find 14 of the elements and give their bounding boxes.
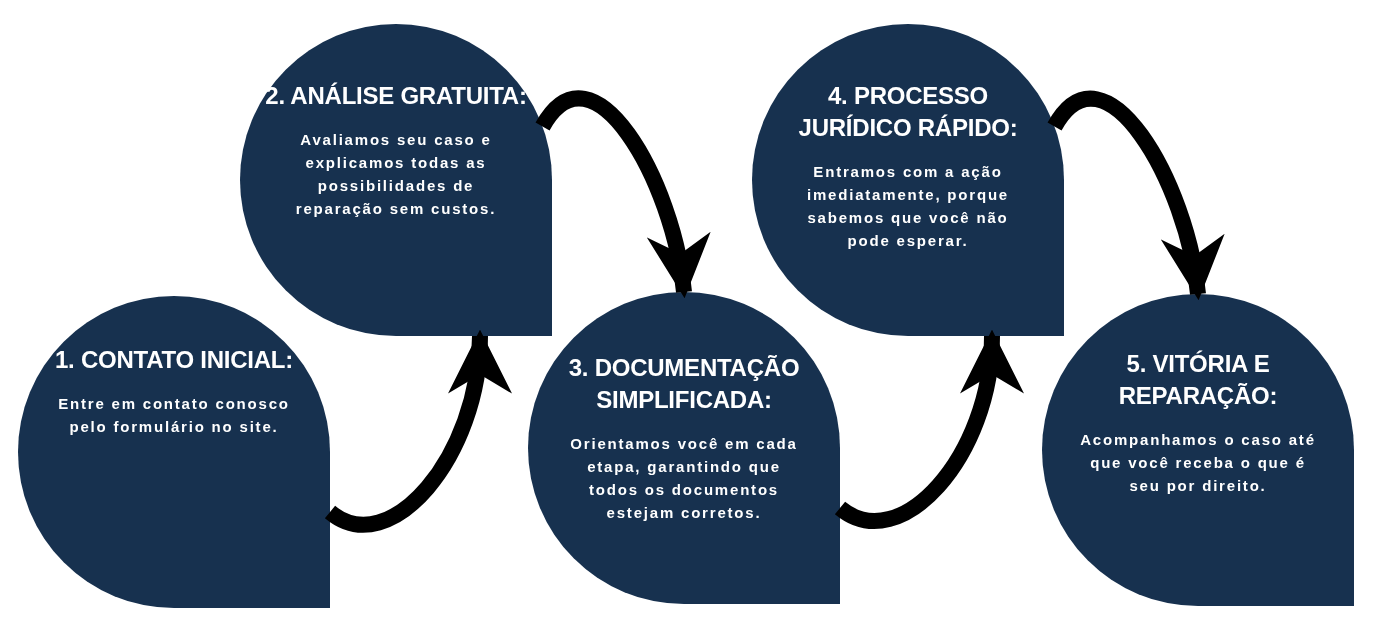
curved-arrow bbox=[1048, 91, 1222, 301]
curved-arrow bbox=[536, 91, 708, 299]
step-heading: 5. VITÓRIA E REPARAÇÃO: bbox=[1117, 349, 1279, 411]
step-heading: 3. DOCUMENTAÇÃO SIMPLIFICADA: bbox=[567, 353, 801, 415]
step-description: Entramos com a ação imediatamente, porque sabemos que você não pode esperar. bbox=[806, 162, 1010, 251]
curved-arrow bbox=[835, 329, 1021, 529]
step-description: Entre em contato conosco pelo formulário no site. bbox=[57, 394, 291, 437]
curved-arrow bbox=[325, 329, 509, 533]
step-description: Orientamos você em cada etapa, garantindo que todos os documentos estejam corretos. bbox=[569, 434, 799, 523]
step-description: Avaliamos seu caso e explicamos todas as possibilidades de reparação sem custos. bbox=[294, 130, 498, 219]
step-heading: 1. CONTATO INICIAL: bbox=[54, 345, 294, 375]
step-description: Acompanhamos o caso até que você receba o que é seu por direito. bbox=[1079, 430, 1317, 496]
step-heading: 4. PROCESSO JURÍDICO RÁPIDO: bbox=[797, 81, 1019, 143]
step-heading: 2. ANÁLISE GRATUITA: bbox=[265, 81, 527, 111]
